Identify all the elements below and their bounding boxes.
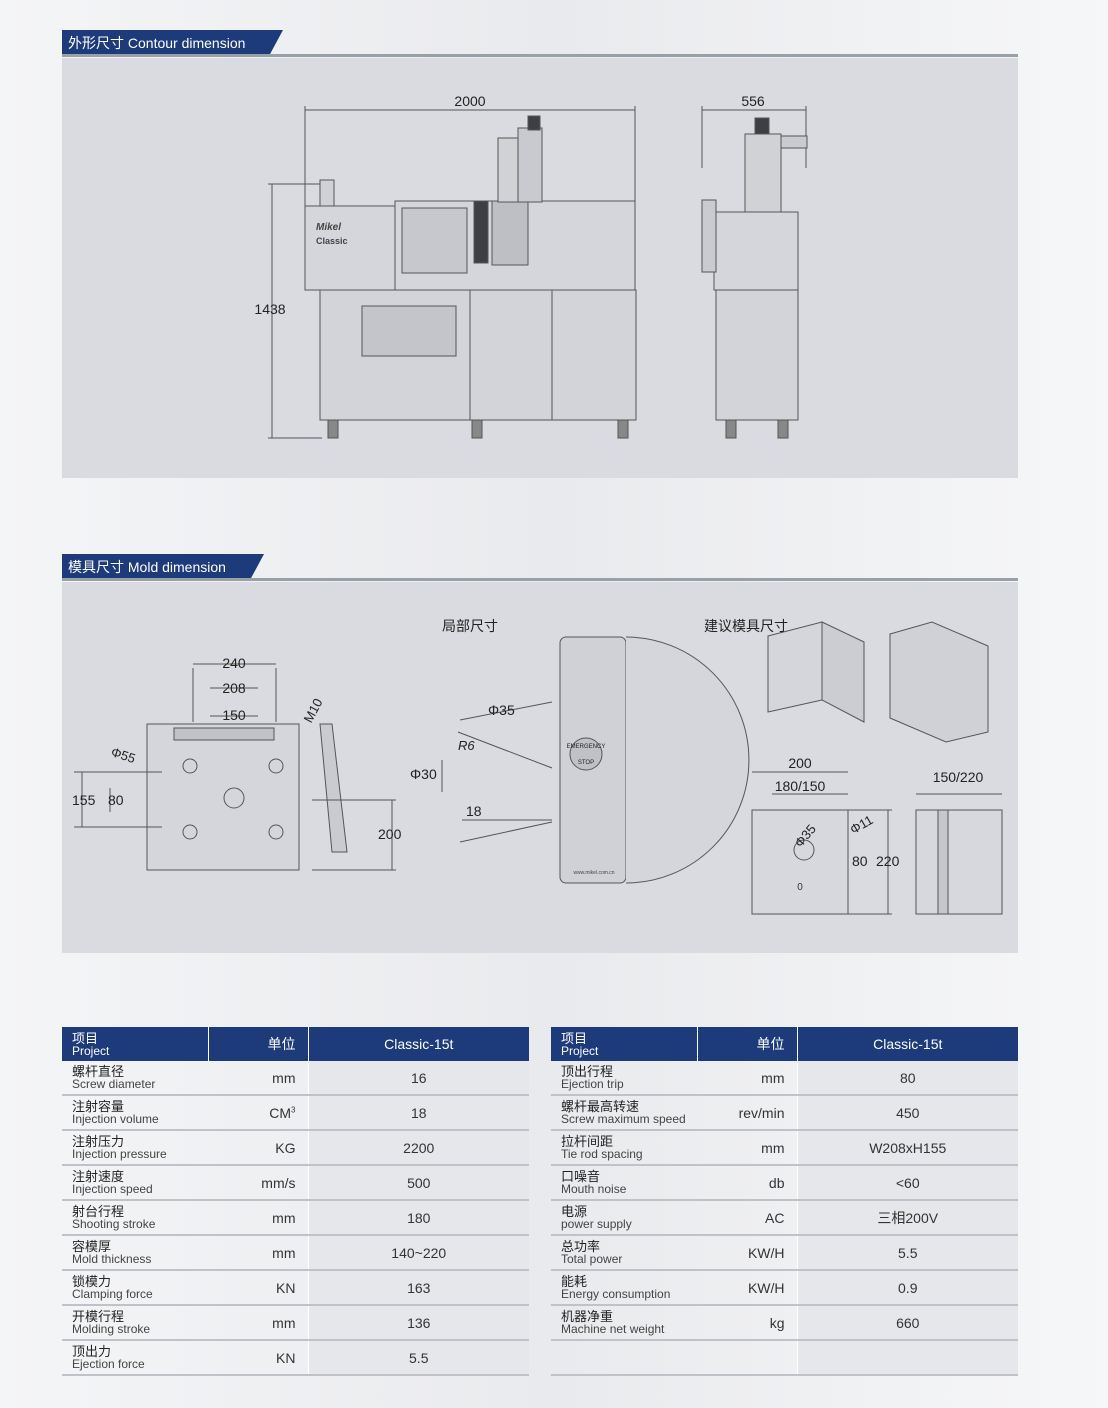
dim-s180-150: 180/150 [775, 778, 826, 794]
dim-phi55: Φ55 [109, 744, 137, 766]
dim-phi35: Φ35 [488, 702, 515, 718]
dim-200: 200 [378, 826, 402, 842]
header-rule [62, 578, 1018, 581]
dim-155: 155 [72, 792, 96, 808]
dim-1438: 1438 [254, 301, 285, 317]
dim-18: 18 [466, 803, 482, 819]
header-model: Classic-15t [307, 1027, 529, 1061]
dim-s80: 80 [852, 853, 868, 869]
table-header-row: 项目 Project 单位 Classic-15t [551, 1027, 1018, 1061]
dim-r6: R6 [458, 738, 475, 753]
dim-phi11: Φ11 [847, 812, 875, 837]
dim-150: 150 [222, 707, 246, 723]
mold-drawing: 240 208 150 M10 Φ55 155 80 200 局部尺寸 Φ35 … [72, 618, 1003, 915]
contour-section-title: 外形尺寸 Contour dimension [62, 30, 284, 56]
dim-556: 556 [741, 93, 765, 109]
table-row [551, 1340, 1018, 1376]
dim-s150-220: 150/220 [933, 769, 984, 785]
mold-section-title: 模具尺寸 Mold dimension [62, 554, 264, 580]
dim-240: 240 [222, 655, 246, 671]
header-project: 项目 Project [62, 1027, 208, 1061]
table-header-row: 项目 Project 单位 Classic-15t [62, 1027, 529, 1061]
dim-2000: 2000 [454, 93, 485, 109]
dim-zero: 0 [797, 882, 803, 893]
local-dimension-title: 局部尺寸 [442, 618, 498, 634]
header-model: Classic-15t [796, 1027, 1018, 1061]
contour-drawing: 2000 1438 556 Mikel Classic [254, 93, 808, 439]
dim-phi30: Φ30 [410, 766, 437, 782]
mold-drawing-panel: 240 208 150 M10 Φ55 155 80 200 局部尺寸 Φ35 … [62, 582, 1018, 953]
brand-logo: Mikel [316, 222, 341, 233]
dim-208: 208 [222, 680, 246, 696]
dim-s200: 200 [788, 755, 812, 771]
suggest-mold-title: 建议模具尺寸 [704, 618, 788, 634]
mold-section-header: 模具尺寸 Mold dimension [62, 554, 1018, 581]
estop-label-2: STOP [578, 760, 594, 766]
header-unit: 单位 [696, 1027, 797, 1061]
contour-drawing-panel: 2000 1438 556 Mikel Classic [62, 58, 1018, 478]
dim-80: 80 [108, 792, 124, 808]
dim-s220: 220 [876, 853, 900, 869]
contour-section-header: 外形尺寸 Contour dimension [62, 30, 1018, 57]
model-label: Classic [316, 236, 348, 246]
dim-m10: M10 [300, 696, 325, 725]
panel-url: www.mikel.com.cn [573, 870, 614, 876]
header-rule [62, 54, 1018, 57]
header-unit: 单位 [207, 1027, 308, 1061]
estop-label: EMERGENCY [567, 744, 606, 750]
header-project: 项目 Project [551, 1027, 697, 1061]
